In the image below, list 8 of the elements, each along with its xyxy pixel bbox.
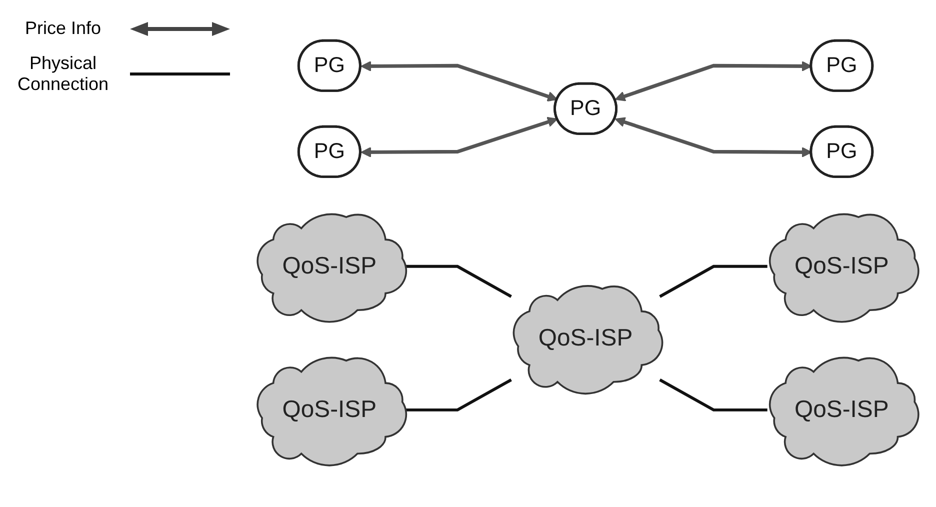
arrow	[614, 117, 812, 158]
connector	[659, 264, 768, 298]
connector	[659, 378, 768, 412]
arrow	[360, 116, 558, 158]
legend-label: Price Info	[24, 18, 102, 39]
legend-label: Physical Connection	[16, 53, 110, 95]
arrow	[614, 60, 812, 102]
arrow	[360, 60, 558, 102]
